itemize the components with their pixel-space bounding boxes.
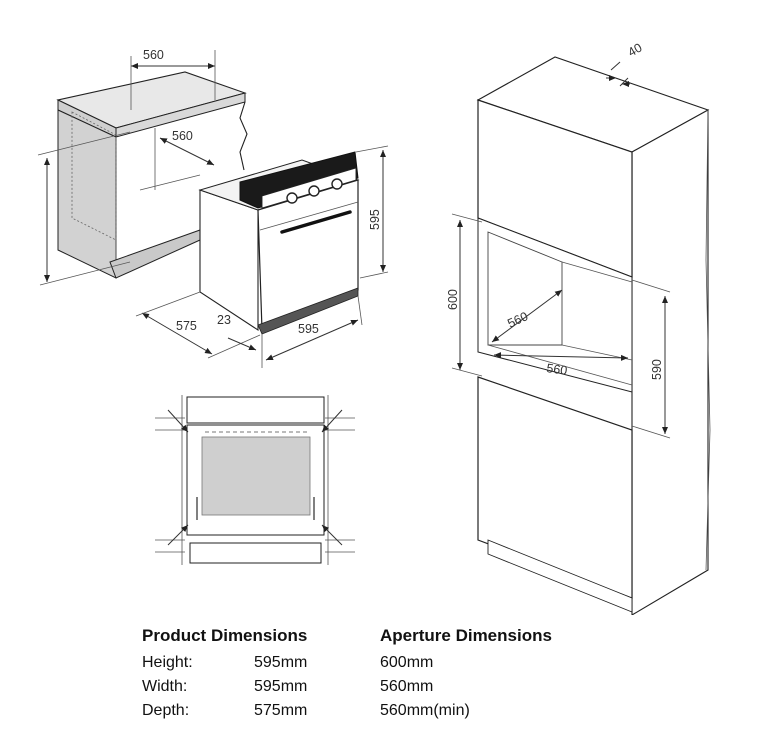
- door-handle: [280, 210, 352, 234]
- dim-aperture-height: 600: [446, 289, 460, 310]
- dim-cabinet-width-inner: 560: [172, 129, 193, 143]
- dim-oven-depth: 575: [176, 319, 197, 333]
- aperture-depth: 560mm(min): [380, 702, 470, 719]
- oven-dimension-lines: [37, 50, 389, 368]
- product-height: 595mm: [254, 654, 308, 671]
- dim-oven-height: 595: [368, 209, 382, 230]
- row-label-depth: Depth:: [142, 702, 190, 719]
- dim-top-gap: 40: [626, 40, 645, 59]
- oven-dimension-labels: 560 560 595 575 23 595: [143, 48, 382, 336]
- cabinet-illustration: [56, 71, 248, 279]
- installation-diagram: 560 560 595 575 23 595: [37, 40, 711, 615]
- dim-oven-width: 595: [298, 322, 319, 336]
- aperture-width: 560mm: [380, 678, 434, 695]
- knob-icon: [331, 178, 343, 190]
- knob-icon: [308, 185, 320, 197]
- tall-housing-illustration: [476, 56, 711, 615]
- oven-illustration: [198, 151, 360, 335]
- aperture-dimension-lines: [451, 61, 671, 439]
- dim-door-offset: 23: [217, 313, 231, 327]
- product-dimensions-header: Product Dimensions: [142, 626, 308, 645]
- dim-aperture-width: 560: [546, 361, 569, 378]
- knob-icon: [286, 192, 298, 204]
- product-width: 595mm: [254, 678, 308, 695]
- row-label-width: Width:: [142, 678, 188, 695]
- dim-aperture-right-height: 590: [650, 359, 664, 380]
- row-label-height: Height:: [142, 654, 193, 671]
- product-depth: 575mm: [254, 702, 308, 719]
- aperture-dimensions-header: Aperture Dimensions: [380, 626, 552, 645]
- front-elevation: [155, 395, 355, 565]
- aperture-height: 600mm: [380, 654, 434, 671]
- dim-cabinet-width-top: 560: [143, 48, 164, 62]
